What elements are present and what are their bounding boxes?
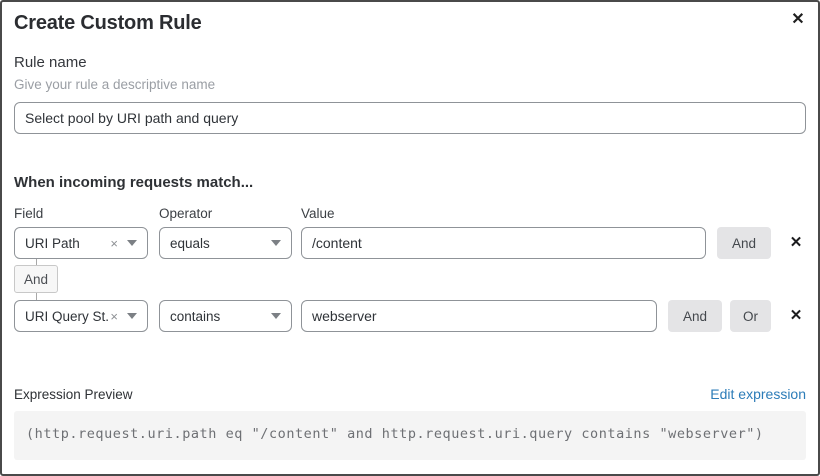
- expression-preview-label: Expression Preview: [14, 387, 133, 402]
- operator-select-1-value: equals: [170, 235, 210, 251]
- remove-condition-icon-row-2[interactable]: ✕: [786, 304, 806, 328]
- operator-select-1[interactable]: equals: [159, 227, 292, 259]
- field-select-1[interactable]: URI Path ×: [14, 227, 148, 259]
- chevron-down-icon: [271, 313, 281, 319]
- logic-connector: And: [14, 259, 58, 300]
- chevron-down-icon: [127, 240, 137, 246]
- rule-name-label: Rule name: [14, 54, 87, 71]
- close-icon[interactable]: ✕: [786, 8, 810, 32]
- value-input-2[interactable]: [301, 300, 657, 332]
- chevron-down-icon: [271, 240, 281, 246]
- and-button-row-1[interactable]: And: [716, 227, 771, 259]
- condition-row-2: URI Query St... × contains And Or ✕: [14, 300, 806, 332]
- clear-selection-icon[interactable]: ×: [110, 308, 118, 324]
- dialog-title: Create Custom Rule: [14, 12, 202, 34]
- field-select-1-value: URI Path: [25, 235, 80, 251]
- field-select-2[interactable]: URI Query St... ×: [14, 300, 148, 332]
- and-button-row-2[interactable]: And: [667, 300, 722, 332]
- remove-condition-icon-row-1[interactable]: ✕: [786, 231, 806, 255]
- rule-name-input[interactable]: [14, 102, 806, 134]
- value-column-label: Value: [301, 206, 335, 221]
- chevron-down-icon: [127, 313, 137, 319]
- clear-selection-icon[interactable]: ×: [110, 235, 118, 251]
- value-input-1[interactable]: [301, 227, 706, 259]
- or-button-row-2[interactable]: Or: [730, 300, 771, 332]
- expression-preview-header: Expression Preview Edit expression: [14, 386, 806, 402]
- edit-expression-link[interactable]: Edit expression: [710, 386, 806, 402]
- match-heading: When incoming requests match...: [14, 174, 254, 191]
- connector-and-badge: And: [14, 265, 58, 293]
- field-select-2-value: URI Query St...: [25, 308, 111, 324]
- operator-select-2[interactable]: contains: [159, 300, 292, 332]
- operator-select-2-value: contains: [170, 308, 221, 324]
- rule-name-hint: Give your rule a descriptive name: [14, 77, 216, 92]
- field-column-label: Field: [14, 206, 44, 221]
- connector-line-bottom: [35, 293, 37, 300]
- connector-line-top: [35, 259, 37, 265]
- operator-column-label: Operator: [159, 206, 213, 221]
- expression-code: (http.request.uri.path eq "/content" and…: [14, 411, 806, 460]
- column-labels: Field Operator Value: [14, 206, 806, 221]
- condition-row-1: URI Path × equals And ✕: [14, 227, 806, 259]
